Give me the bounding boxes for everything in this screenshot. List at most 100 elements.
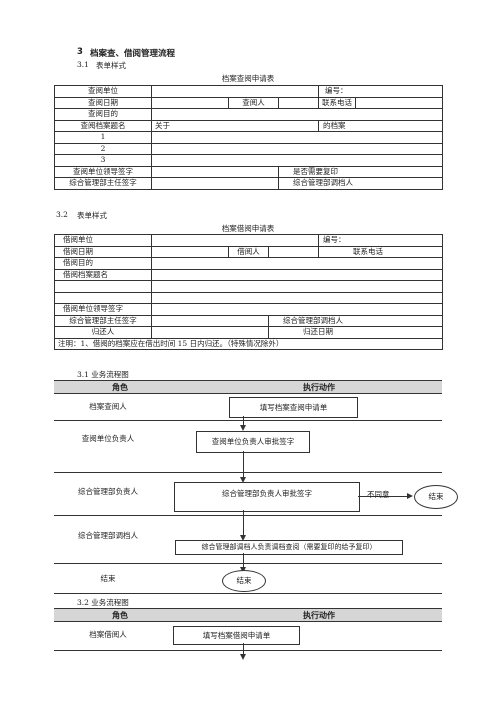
- flow1-role-4: 综合管理部调档人: [78, 531, 138, 540]
- form2-title: 档案借阅申请表: [221, 224, 275, 233]
- leader-sign-value[interactable]: [151, 165, 279, 178]
- leader-sign-label: 借阅单位领导签字: [54, 303, 152, 316]
- serial-label: 编号：: [318, 234, 444, 247]
- flow1-role-5: 结束: [100, 574, 116, 583]
- arrow-down-icon: [240, 477, 246, 483]
- doc-row-value[interactable]: [150, 142, 444, 155]
- flow1-step-4: 综合管理部调档人负责调档查阅（需要复印的给予复印）: [175, 540, 403, 555]
- serial-label: 编号：: [318, 85, 444, 98]
- date-label: 借阅日期: [54, 245, 152, 258]
- purpose-value[interactable]: [150, 257, 444, 270]
- flow1-row-divider: [54, 563, 442, 564]
- arrow-down-icon: [240, 535, 246, 541]
- doc-name-value[interactable]: [150, 268, 444, 281]
- flow1-header: 角色 执行动作: [54, 380, 442, 394]
- unit-value[interactable]: [150, 234, 320, 247]
- date-label: 查阅日期: [54, 96, 152, 109]
- return-date-label: 归还日期: [267, 326, 444, 339]
- flow1-col-action: 执行动作: [303, 383, 335, 392]
- doc-row-number: 1: [54, 131, 152, 144]
- flow1-reject-connector: [358, 496, 409, 497]
- person-value[interactable]: [267, 245, 320, 258]
- doc-row-blank: [54, 280, 152, 293]
- section-title: 档案查、借阅管理流程: [90, 49, 176, 59]
- flow1-step-3: 综合管理部负责人审批签字: [174, 482, 360, 512]
- flow2-row-divider: [54, 650, 442, 651]
- doc-name-label: 查阅档案题名: [54, 119, 152, 132]
- returner-label: 归还人: [54, 326, 152, 339]
- flow2-col-role: 角色: [112, 611, 128, 620]
- flow1-final-end-node: 结束: [222, 570, 266, 592]
- date-value[interactable]: [151, 96, 229, 109]
- archive-borrow-form: 借阅单位 编号： 借阅日期 借阅人 联系电话 借阅目的 借阅档案题名 借阅单位领…: [53, 234, 444, 350]
- unit-label: 借阅单位: [54, 234, 152, 247]
- flow2-col-action: 执行动作: [303, 611, 335, 620]
- flow2-header: 角色 执行动作: [54, 608, 442, 622]
- arrow-down-icon: [240, 654, 246, 660]
- purpose-value[interactable]: [150, 108, 444, 121]
- flow1-step-1: 填写档案查阅申请单: [229, 397, 358, 418]
- flow1-connector: [243, 416, 244, 426]
- flow1-role-2: 查阅单位负责人: [81, 434, 135, 443]
- flow1-step-2: 查阅单位负责人审批签字: [196, 431, 310, 453]
- flow2-role-1: 档案借阅人: [89, 630, 127, 639]
- returner-value[interactable]: [151, 326, 269, 339]
- doc-row-value[interactable]: [150, 154, 444, 167]
- unit-label: 查阅单位: [54, 85, 152, 98]
- doc-row-number: 2: [54, 142, 152, 155]
- flow1-connector: [243, 553, 244, 568]
- flow1-end-node: 结束: [414, 485, 458, 509]
- form1-title: 档案查阅申请表: [221, 74, 275, 83]
- doc-row-value[interactable]: [150, 291, 444, 304]
- director-sign-value[interactable]: [151, 314, 269, 327]
- phone-value[interactable]: [355, 96, 444, 109]
- flow1-role-1: 档案查阅人: [89, 402, 127, 411]
- flow1-bottom-border: [54, 593, 442, 594]
- doc-name-label: 借阅档案题名: [54, 268, 152, 281]
- director-sign-label: 综合管理部主任签字: [54, 177, 152, 190]
- person-value[interactable]: [277, 96, 320, 109]
- copy-needed-label: 是否需要复印: [277, 165, 444, 178]
- purpose-label: 查阅目的: [54, 108, 152, 121]
- flow1-row-divider: [54, 420, 442, 421]
- arrow-down-icon: [240, 425, 246, 431]
- person-label: 借阅人: [228, 245, 269, 258]
- unit-value[interactable]: [150, 85, 320, 98]
- flow1-col-role: 角色: [112, 383, 128, 392]
- flow1-connector: [243, 510, 244, 536]
- doc-row-value[interactable]: [150, 131, 444, 144]
- person-label: 查阅人: [228, 96, 279, 109]
- archive-view-form: 查阅单位 编号： 查阅日期 查阅人 联系电话 查阅目的 查阅档案题名 关于 的档…: [54, 85, 444, 190]
- doc-row-blank: [54, 291, 152, 304]
- phone-label: 联系电话: [318, 96, 357, 109]
- doc-name-about: 关于: [150, 119, 320, 132]
- flow1-row-divider: [54, 515, 442, 516]
- director-sign-value[interactable]: [151, 177, 279, 190]
- flow1-role-3: 综合管理部负责人: [78, 487, 138, 496]
- leader-sign-value[interactable]: [150, 303, 444, 316]
- section-number: 3: [77, 47, 83, 57]
- doc-row-number: 3: [54, 154, 152, 167]
- arrow-right-icon: [407, 493, 413, 499]
- flow1-connector: [243, 451, 244, 478]
- flow2-connector: [243, 643, 244, 655]
- purpose-label: 借阅目的: [54, 257, 152, 270]
- flow2-title: 3.2 业务流程图: [77, 598, 129, 607]
- phone-label: 联系电话: [318, 245, 444, 258]
- director-sign-label: 综合管理部主任签字: [54, 314, 152, 327]
- flow2-step-1: 填写档案借阅申请单: [173, 626, 300, 645]
- leader-sign-label: 查阅单位领导签字: [54, 165, 152, 178]
- doc-row-value[interactable]: [150, 280, 444, 293]
- subsection-title: 表单样式: [77, 211, 107, 220]
- archivist-label: 综合管理部调档人: [277, 177, 444, 190]
- subsection-title: 表单样式: [96, 61, 126, 70]
- flow1-row-divider: [54, 472, 442, 473]
- flow1-title: 3.1 业务流程图: [77, 370, 129, 379]
- flow1-disagree-label: 不同意: [367, 490, 390, 499]
- borrow-note: 注明：1、借阅的档案应在借出时间 15 日内归还。（特殊情况除外）: [53, 337, 444, 350]
- date-value[interactable]: [151, 245, 229, 258]
- doc-name-suffix: 的档案: [318, 119, 444, 132]
- subsection-number: 3.1: [77, 60, 89, 69]
- archivist-label: 综合管理部调档人: [267, 314, 444, 327]
- subsection-number: 3.2: [56, 210, 68, 219]
